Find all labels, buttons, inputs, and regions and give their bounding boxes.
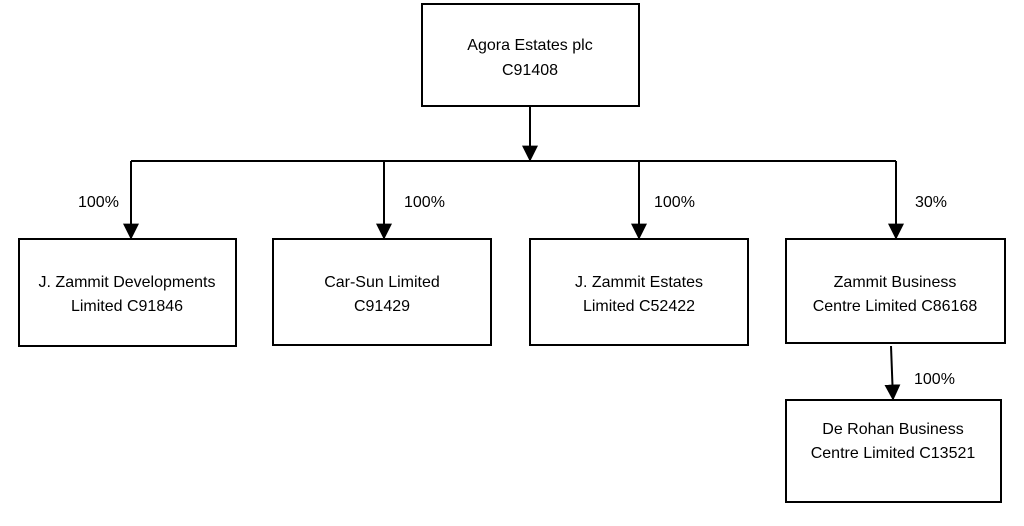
subsidiary-node-1: 100% J. Zammit Developments Limited C918… (18, 161, 237, 347)
sub-subsidiary-detail: Centre Limited C13521 (811, 445, 976, 462)
ownership-label-2: 100% (404, 194, 445, 211)
sub-subsidiary-name: De Rohan Business (822, 421, 963, 438)
parent-company-node: Agora Estates plc C91408 (421, 3, 640, 107)
ownership-label-3: 100% (654, 194, 695, 211)
sub-subsidiary-arrow (884, 345, 901, 401)
ownership-label-1: 100% (78, 194, 119, 211)
subsidiary-detail-2: C91429 (354, 298, 410, 315)
subsidiary-name-4: Zammit Business (834, 274, 957, 291)
subsidiary-name-3: J. Zammit Estates (575, 274, 703, 291)
sub-subsidiary-node: 100% De Rohan Business Centre Limited C1… (785, 345, 1002, 503)
subsidiary-detail-1: Limited C91846 (71, 298, 183, 315)
ownership-label-4: 30% (915, 194, 947, 211)
subsidiary-name-1: J. Zammit Developments (39, 274, 216, 291)
subsidiary-name-2: Car-Sun Limited (324, 274, 440, 291)
subsidiary-node-4: 30% Zammit Business Centre Limited C8616… (785, 161, 1006, 344)
sub-subsidiary-ownership-label: 100% (914, 371, 955, 388)
parent-company-code: C91408 (502, 62, 558, 79)
subsidiary-detail-4: Centre Limited C86168 (813, 298, 978, 315)
subsidiary-detail-3: Limited C52422 (583, 298, 695, 315)
subsidiary-node-3: 100% J. Zammit Estates Limited C52422 (529, 161, 749, 346)
parent-company-name: Agora Estates plc (467, 37, 592, 54)
subsidiary-node-2: 100% Car-Sun Limited C91429 (272, 161, 492, 346)
